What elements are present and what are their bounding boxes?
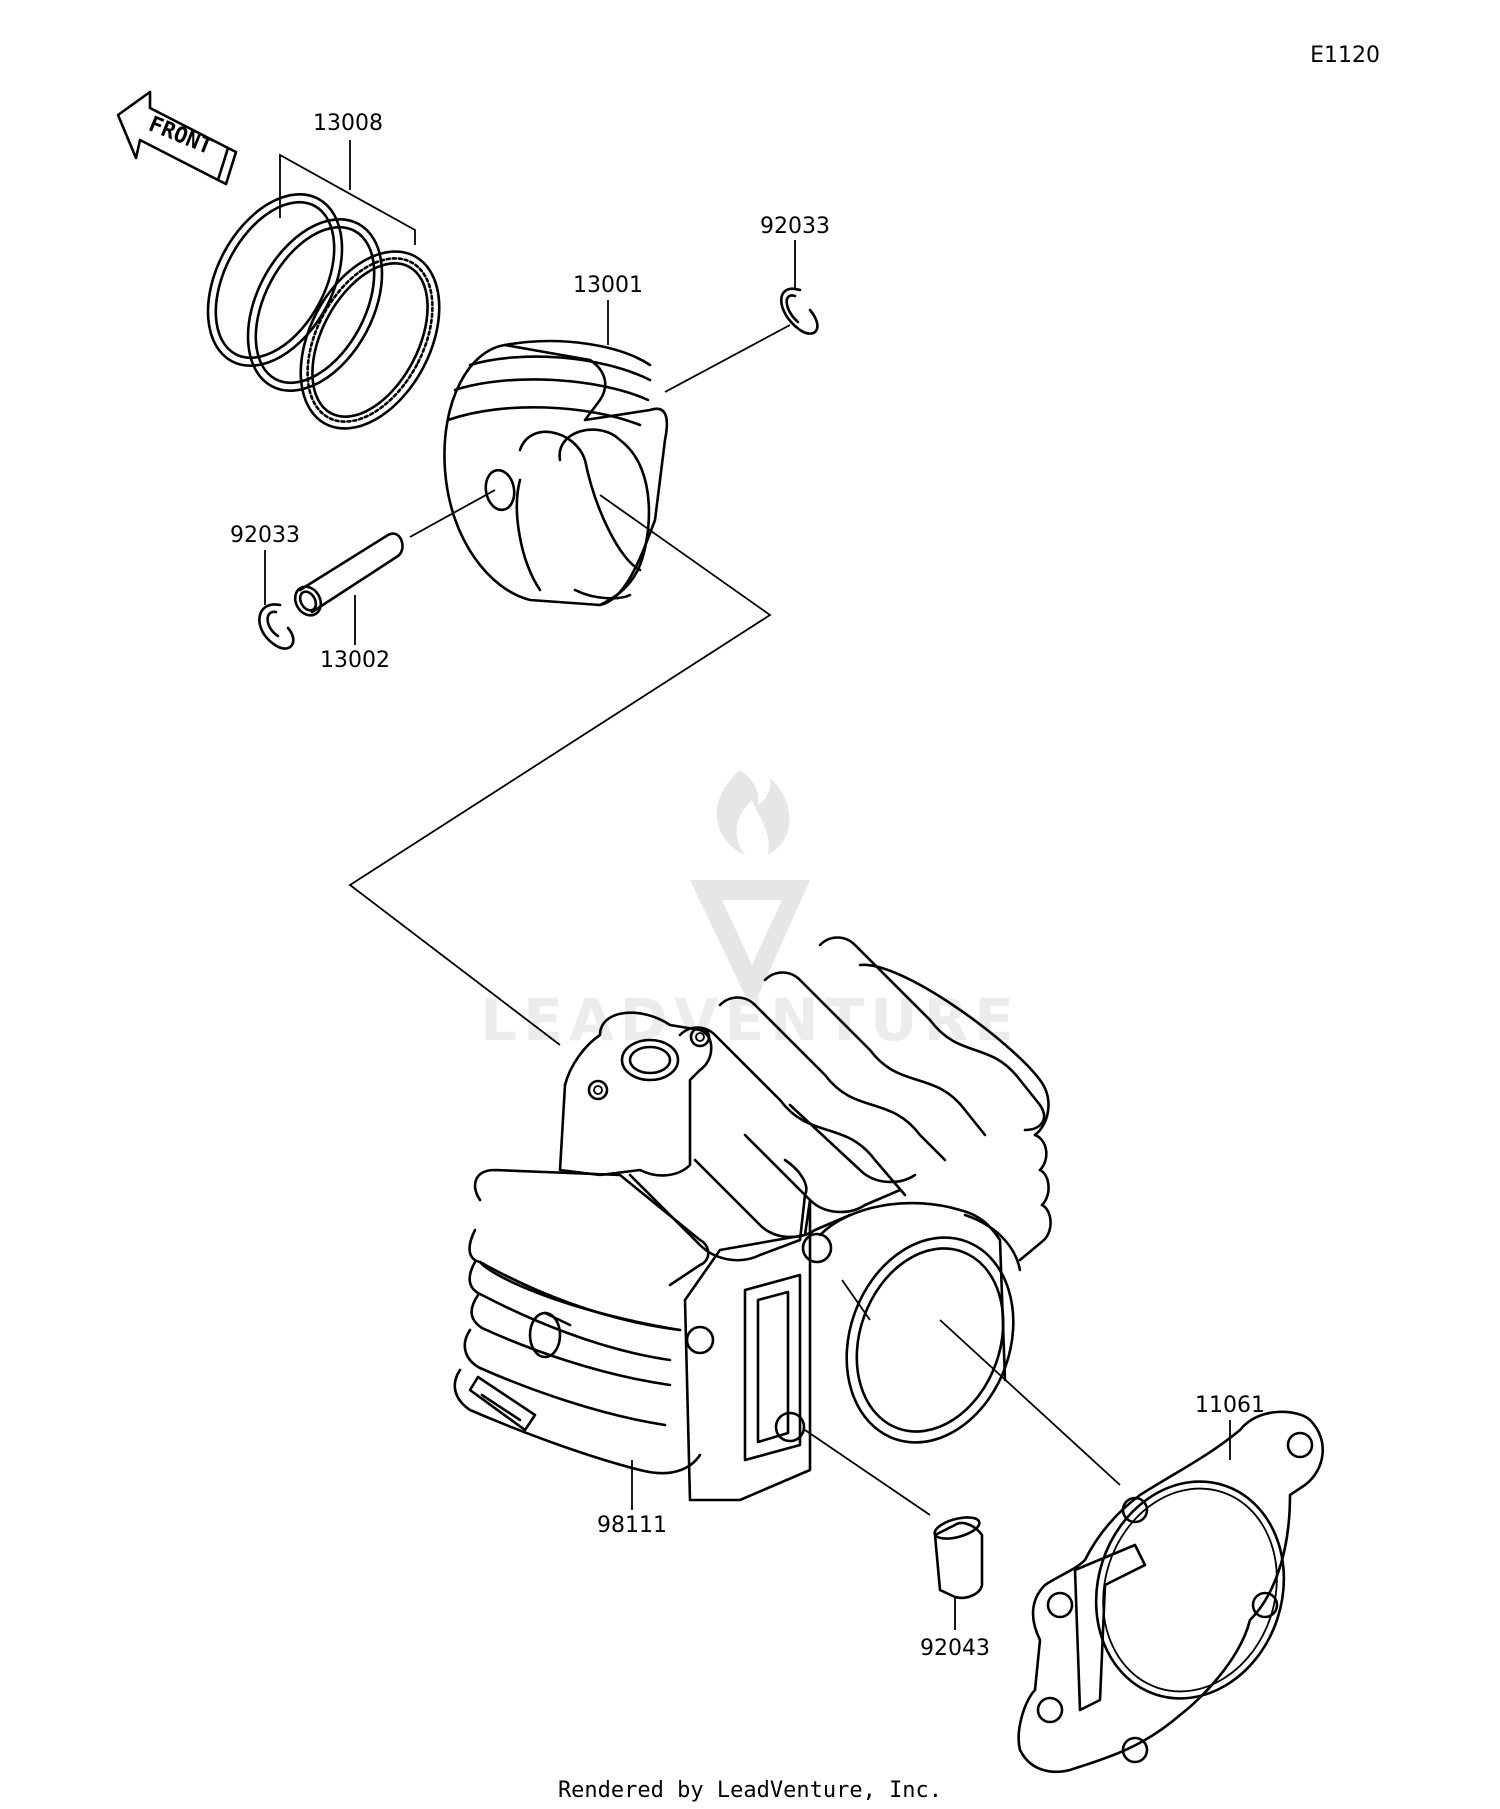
- label-98111: 98111: [597, 1513, 667, 1538]
- watermark-text: LEADVENTURE: [480, 986, 1020, 1054]
- dowel-pin: [804, 1429, 984, 1630]
- front-label: FRONT: [145, 112, 216, 160]
- footer-credit: Rendered by LeadVenture, Inc.: [558, 1778, 942, 1803]
- piston: [409, 300, 669, 607]
- label-92033-right: 92033: [760, 214, 830, 239]
- label-92033-left: 92033: [230, 523, 300, 548]
- circlip-left: [258, 550, 295, 650]
- label-92043: 92043: [920, 1636, 990, 1661]
- label-13001: 13001: [573, 273, 643, 298]
- piston-to-cylinder-lead: [348, 494, 772, 1046]
- label-13002: 13002: [320, 648, 390, 673]
- front-arrow-icon: FRONT: [116, 90, 238, 186]
- label-13008: 13008: [313, 111, 383, 136]
- piston-pin: [293, 532, 404, 645]
- circlip-right: [664, 240, 819, 393]
- cylinder-gasket: [939, 1319, 1324, 1774]
- diagram-id: E1120: [1310, 43, 1380, 68]
- label-11061: 11061: [1195, 1393, 1265, 1418]
- piston-ring-set: [206, 140, 441, 430]
- cylinder: [453, 936, 1052, 1510]
- leadventure-watermark-logo: LEADVENTURE: [480, 770, 1020, 1054]
